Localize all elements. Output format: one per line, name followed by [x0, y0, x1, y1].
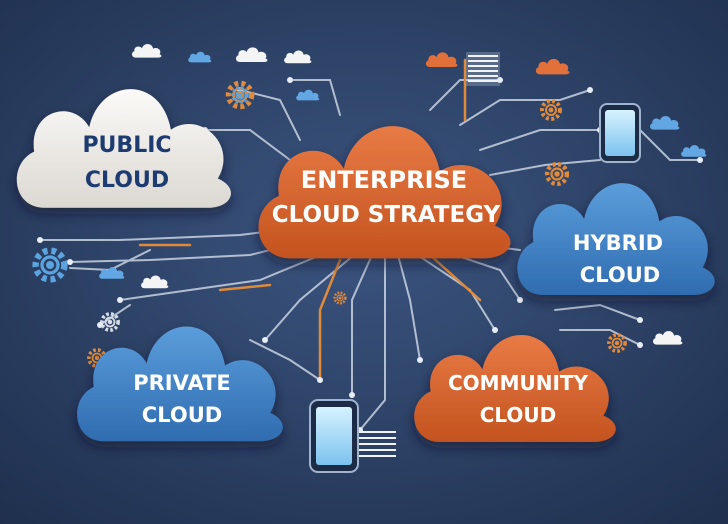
- tablet-device-icon: [309, 399, 359, 473]
- public-cloud-line1: PUBLIC: [82, 133, 171, 158]
- circuit-nodes: [37, 77, 703, 433]
- server-rack-icon: [466, 52, 500, 86]
- circuit-accents: [138, 58, 482, 382]
- enterprise-cloud-line1: ENTERPRISE: [301, 166, 467, 194]
- community-cloud-line1: COMMUNITY: [448, 371, 589, 395]
- private-cloud: PRIVATE CLOUD: [77, 326, 283, 442]
- hybrid-cloud: HYBRID CLOUD: [517, 183, 715, 295]
- enterprise-cloud-line2: CLOUD STRATEGY: [272, 202, 501, 228]
- private-cloud-line1: PRIVATE: [133, 371, 231, 395]
- public-cloud-line2: CLOUD: [85, 168, 169, 193]
- enterprise-cloud: ENTERPRISE CLOUD STRATEGY: [258, 126, 511, 259]
- community-cloud-line2: CLOUD: [480, 403, 557, 427]
- hybrid-cloud-line2: CLOUD: [580, 263, 660, 287]
- server-rack-icon: [356, 431, 396, 457]
- public-cloud: PUBLIC CLOUD: [16, 89, 231, 208]
- hybrid-cloud-line1: HYBRID: [573, 231, 663, 255]
- tablet-device-icon: [599, 103, 641, 163]
- private-cloud-line2: CLOUD: [142, 403, 222, 427]
- community-cloud: COMMUNITY CLOUD: [414, 335, 616, 442]
